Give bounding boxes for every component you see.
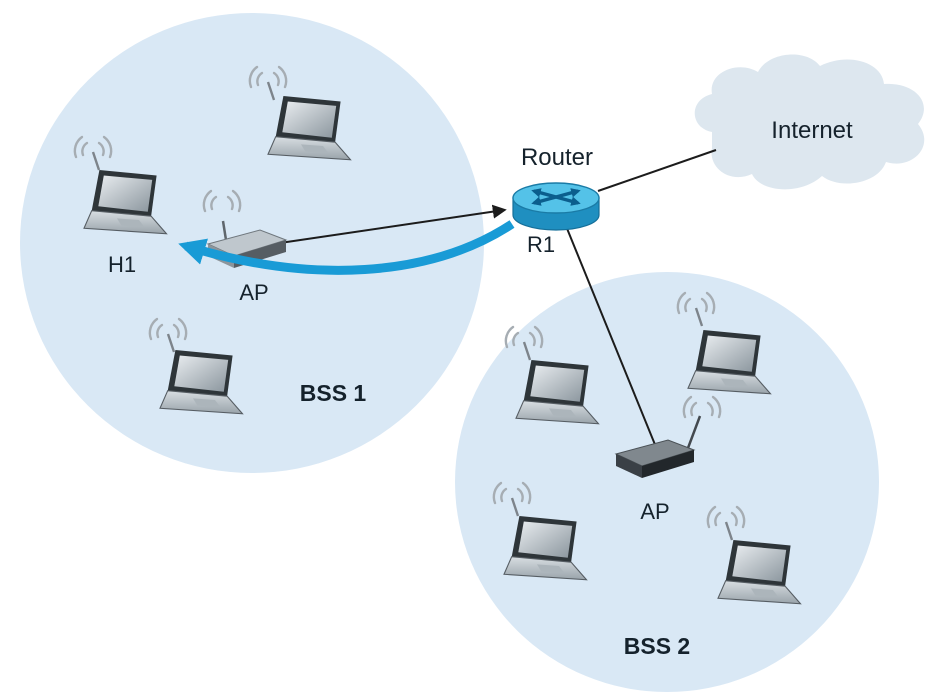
link-router-internet — [597, 149, 717, 192]
bss2-area — [455, 272, 879, 692]
frame-flow-arrow — [178, 220, 515, 275]
access-point-bss2-icon — [614, 415, 702, 478]
link-router-ap2 — [565, 225, 659, 453]
ap1-label: AP — [239, 280, 268, 305]
router-label: Router — [521, 144, 593, 171]
router-crossed-arrows-icon — [531, 188, 581, 206]
bss1-label: BSS 1 — [300, 380, 367, 406]
internet-cloud — [694, 54, 925, 190]
link-ap1-router — [279, 204, 507, 244]
router-id-label: R1 — [527, 232, 555, 257]
router-icon — [512, 182, 600, 231]
host1-label: H1 — [108, 252, 136, 277]
internet-label: Internet — [771, 117, 853, 144]
bss2-label: BSS 2 — [624, 633, 690, 659]
ap2-label: AP — [640, 499, 669, 524]
